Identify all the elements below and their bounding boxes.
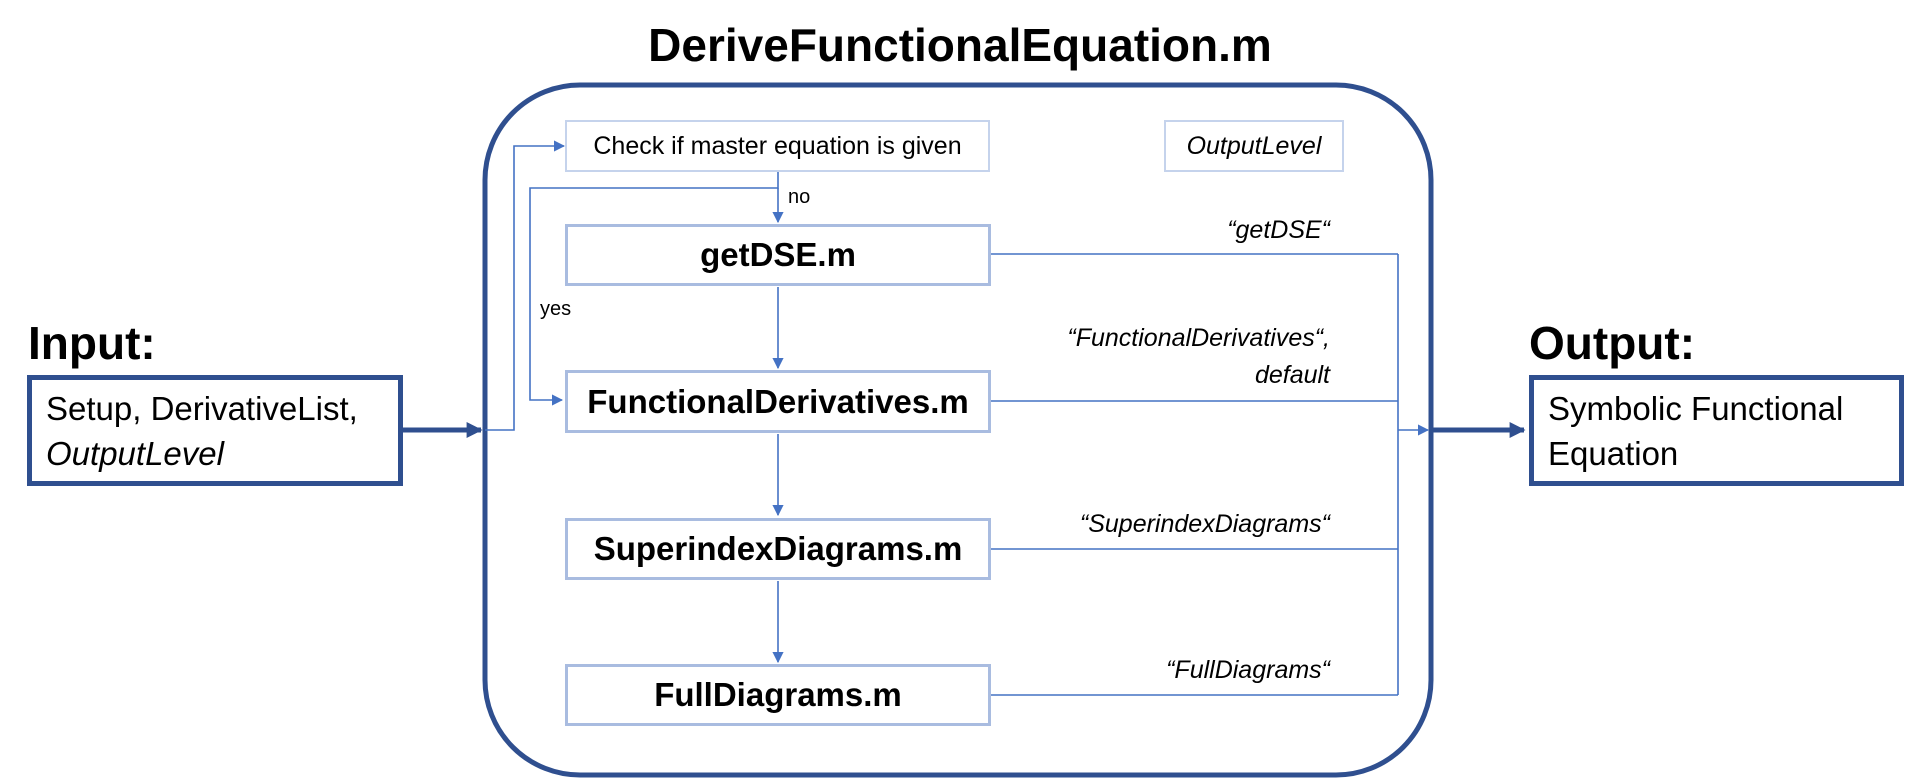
yes-connector	[529, 172, 779, 406]
input-line-1: Setup, DerivativeList,	[46, 390, 358, 427]
no-label: no	[788, 186, 811, 208]
step-getdse: getDSE.m	[565, 224, 991, 286]
option-label-functional-derivatives-line1: “FunctionalDerivatives“,	[1067, 324, 1330, 352]
diagram-title: DeriveFunctionalEquation.m	[648, 19, 1272, 71]
output-line-1: Symbolic Functional	[1548, 390, 1844, 427]
input-heading: Input:	[28, 317, 156, 369]
option-label-full-diagrams: “FullDiagrams“	[1166, 656, 1330, 684]
yes-label: yes	[540, 298, 572, 320]
option-label-superindex-diagrams: “SuperindexDiagrams“	[1079, 510, 1330, 538]
step-superindex-diagrams: SuperindexDiagrams.m	[565, 518, 991, 580]
input-output-level: OutputLevel	[46, 435, 224, 472]
option-label-functional-derivatives-line2: default	[1254, 361, 1330, 389]
output-box: Symbolic Functional Equation	[1529, 375, 1904, 486]
input-box: Setup, DerivativeList, OutputLevel	[27, 375, 403, 486]
output-level-box: OutputLevel	[1164, 120, 1344, 172]
to-check-connector	[485, 140, 566, 431]
input-line-2: OutputLevel	[46, 431, 384, 476]
option-label-getdse: “getDSE“	[1227, 216, 1330, 244]
check-master-equation-box: Check if master equation is given	[565, 120, 990, 172]
step-functional-derivatives: FunctionalDerivatives.m	[565, 370, 991, 433]
option-label-functional-derivatives: “FunctionalDerivatives“, default	[960, 320, 1330, 394]
output-heading: Output:	[1529, 317, 1696, 369]
step-full-diagrams: FullDiagrams.m	[565, 664, 991, 726]
output-line-2: Equation	[1548, 435, 1679, 472]
